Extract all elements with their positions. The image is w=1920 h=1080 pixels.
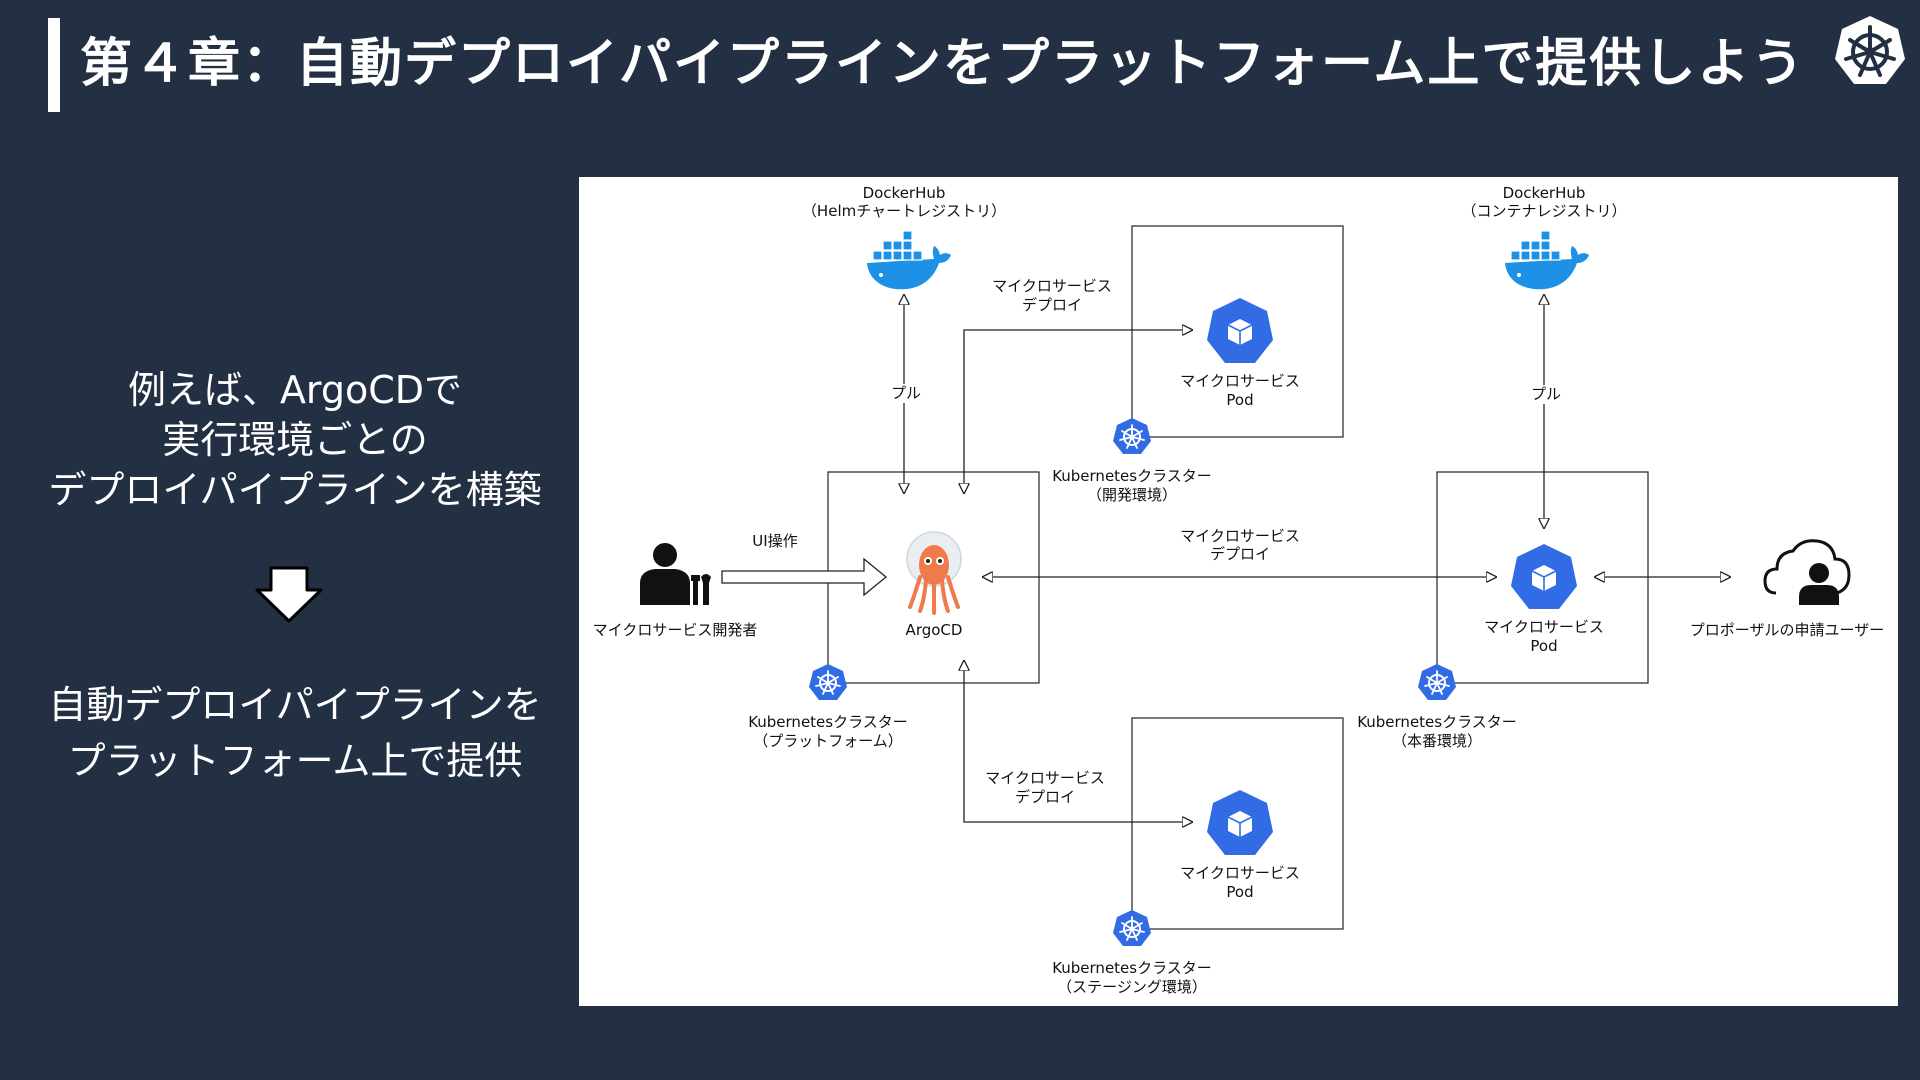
intro-text-line-2: 実行環境ごとの xyxy=(162,418,428,462)
pull-label-left: プル xyxy=(890,384,922,403)
cluster-dev-label-1: Kubernetesクラスター xyxy=(1052,467,1212,485)
user-label: プロポーザルの申請ユーザー xyxy=(1689,621,1885,639)
deploy-arrow-stg xyxy=(964,660,1193,822)
pod-dev-label-1: マイクロサービス xyxy=(1180,372,1300,390)
docker-helm-icon xyxy=(866,230,952,290)
dockerhub-container-name: DockerHub xyxy=(1502,184,1586,202)
developer-label: マイクロサービス開発者 xyxy=(592,621,758,639)
k8s-cluster-platform-icon xyxy=(808,663,848,701)
cluster-stg-label-1: Kubernetesクラスター xyxy=(1052,959,1212,977)
dockerhub-helm-sub: （Helmチャートレジストリ） xyxy=(801,202,1007,220)
architecture-diagram: DockerHub （Helmチャートレジストリ） DockerHub （コンテ… xyxy=(579,177,1898,1006)
user-cloud-icon xyxy=(1763,539,1851,605)
cluster-stg-label-2: （ステージング環境） xyxy=(1057,978,1207,996)
pod-prod-label-1: マイクロサービス xyxy=(1484,618,1604,636)
dockerhub-helm-name: DockerHub xyxy=(862,184,946,202)
pod-stg-icon xyxy=(1206,789,1274,856)
pod-stg-label-2: Pod xyxy=(1226,883,1254,901)
cluster-platform-label-1: Kubernetesクラスター xyxy=(748,713,908,731)
pod-dev-icon xyxy=(1206,297,1274,364)
ui-operation-label: UI操作 xyxy=(752,532,798,550)
intro-text-line-3: デプロイパイプラインを構築 xyxy=(48,468,542,512)
cluster-prod-label-2: （本番環境） xyxy=(1391,732,1483,750)
docker-container-icon xyxy=(1504,230,1590,290)
diagram-canvas xyxy=(640,225,1851,947)
intro-text-line-1: 例えば、ArgoCDで xyxy=(127,368,463,412)
deploy-stg-label-1: マイクロサービス xyxy=(985,769,1105,787)
k8s-cluster-dev-icon xyxy=(1112,417,1152,455)
cluster-dev-label-2: （開発環境） xyxy=(1086,486,1178,504)
page-title: 第４章：自動デプロイパイプラインをプラットフォーム上で提供しよう xyxy=(80,34,1806,94)
down-arrow-icon xyxy=(255,566,323,623)
deploy-arrow-dev xyxy=(964,330,1193,494)
deploy-dev-label-1: マイクロサービス xyxy=(992,277,1112,295)
pod-prod-label-2: Pod xyxy=(1530,637,1558,655)
pod-stg-label-1: マイクロサービス xyxy=(1180,864,1300,882)
pull-label-right: プル xyxy=(1530,385,1562,404)
result-text-line-2: プラットフォーム上で提供 xyxy=(67,739,523,783)
pod-dev-label-2: Pod xyxy=(1226,391,1254,409)
deploy-prod-label-2: デプロイ xyxy=(1209,545,1271,563)
developer-icon xyxy=(640,543,711,605)
cluster-prod-label-1: Kubernetesクラスター xyxy=(1357,713,1517,731)
deploy-stg-label-2: デプロイ xyxy=(1014,788,1076,806)
deploy-prod-label-1: マイクロサービス xyxy=(1180,527,1300,545)
title-accent-bar xyxy=(48,18,60,112)
result-text-line-1: 自動デプロイパイプラインを xyxy=(48,683,542,727)
kubernetes-logo-icon xyxy=(1835,16,1905,84)
deploy-dev-label-2: デプロイ xyxy=(1021,296,1083,314)
argocd-icon xyxy=(906,531,962,615)
dockerhub-container-sub: （コンテナレジストリ） xyxy=(1461,202,1627,220)
cluster-platform-label-2: （プラットフォーム） xyxy=(753,732,903,750)
pod-prod-icon xyxy=(1510,543,1578,610)
k8s-cluster-stg-icon xyxy=(1112,909,1152,947)
argocd-label: ArgoCD xyxy=(905,621,963,639)
ui-operation-arrow xyxy=(721,557,888,597)
k8s-cluster-prod-icon xyxy=(1417,663,1457,701)
